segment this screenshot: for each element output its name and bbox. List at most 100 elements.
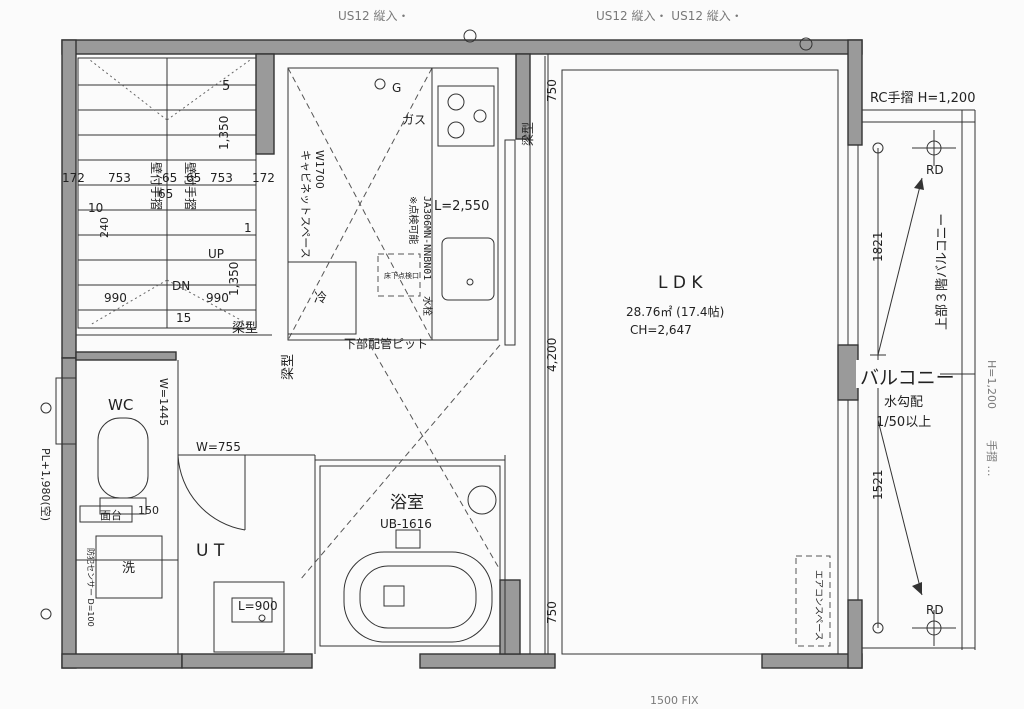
wall-wc-top — [75, 351, 177, 361]
slope-arrow-up — [877, 177, 923, 356]
drain-label-top: RD — [926, 163, 944, 177]
stair-dim-65b: 65 — [186, 171, 201, 185]
fixing-icon — [463, 29, 477, 43]
balcony-slope-label: 水勾配 — [884, 395, 923, 410]
wc-side-note: 防犯センサー D=100 — [86, 548, 96, 627]
arrow-head-icon — [912, 582, 922, 595]
balcony-edge-text: H=1,200 — [985, 360, 998, 409]
vanity-length: L=900 — [238, 599, 278, 613]
stair-dim-753-right: 753 — [210, 171, 233, 185]
ldk-dim-750-bottom: 750 — [545, 601, 559, 624]
stair-dim-990-right: 990 — [206, 291, 229, 305]
faucet-label: 水栓 — [421, 296, 434, 316]
fixing-icon — [40, 608, 52, 620]
wall-right-upper — [847, 39, 863, 146]
ldk-ceiling-height: CH=2,647 — [630, 323, 692, 337]
cabinet-space-label: キャビネットスペース — [299, 150, 312, 259]
handrail-height-label: RC手摺 H=1,200 — [870, 91, 975, 106]
gas-label: ガス — [402, 113, 426, 127]
counter-length-label: L=2,550 — [434, 199, 489, 214]
beam-label-c: 梁型 — [520, 122, 535, 146]
gas-outlet-icon — [374, 78, 386, 90]
kitchen: G ガス キャビネットスペース W1700 冷 L=2,550 ※点検可能 JA… — [287, 67, 535, 351]
inspect-note: ※点検可能 — [407, 196, 420, 244]
burner-icon — [447, 93, 465, 111]
wall-bottom-4 — [761, 653, 863, 669]
arrow-head-icon — [914, 178, 924, 190]
stair-dim-753-left: 753 — [108, 171, 131, 185]
burner-icon — [447, 121, 465, 139]
fridge-space — [287, 261, 357, 335]
stair-dim-1: 1 — [244, 221, 252, 235]
floor-inspect-label: 床下点検口 — [384, 271, 419, 280]
wall-left-upper — [61, 39, 77, 359]
toilet-icon — [97, 417, 149, 499]
pipe-strip — [504, 139, 516, 346]
gas-outlet-label: G — [392, 81, 401, 95]
beam-label-b: 梁型 — [281, 354, 296, 380]
wall-right-lower — [847, 599, 863, 669]
bath-unit — [319, 465, 501, 647]
washer-space — [95, 535, 163, 599]
ldk-area: 28.76㎡ (17.4帖) — [626, 304, 724, 319]
balcony: RC手摺 H=1,200 RD RD 1821 1521 上部３階バルコニー バ… — [650, 91, 999, 707]
sink-icon — [441, 237, 495, 301]
stair-dim-10: 10 — [88, 201, 103, 215]
pipe-pit-label: 下部配管ピット — [344, 336, 428, 351]
washer-label: 洗 — [122, 561, 135, 576]
stair-dim-5: 5 — [222, 79, 230, 94]
floor-inspection-hatch — [377, 253, 421, 297]
upper-balcony-label: 上部３階バルコニー — [935, 213, 950, 330]
ut-door-width: W=755 — [196, 440, 241, 454]
stair-up-label: UP — [208, 247, 224, 261]
wc-counter-label: 面台 — [100, 508, 122, 522]
balcony-slope-ratio: 1/50以上 — [876, 415, 931, 430]
aircon-space — [795, 555, 831, 647]
stair-dim-240: 240 — [98, 217, 111, 238]
wall-top — [61, 39, 863, 55]
stair-dim-172-right: 172 — [252, 171, 275, 185]
balcony-bottom-dim: 1500 FIX — [650, 694, 699, 707]
wall-bath-ldk — [499, 579, 521, 655]
wc-label: WC — [108, 396, 133, 414]
top-code-left: US12 縦入・ — [338, 9, 410, 23]
vanity-unit — [213, 581, 285, 653]
handrail-label-1: 壁付手摺 — [149, 162, 164, 210]
slope-arrow-down — [877, 419, 923, 596]
wall-bottom-3 — [419, 653, 556, 669]
bathtub-icon — [343, 551, 493, 643]
door-swing — [177, 454, 246, 531]
stair-dn-label: DN — [172, 279, 190, 293]
ut: W=755 U T 洗 L=900 — [95, 440, 285, 653]
stair-dim-65a: 65 — [162, 171, 177, 185]
gas-stove — [437, 85, 495, 147]
stair-dim-15: 15 — [176, 311, 191, 325]
wc: WC W=1445 面台 150 PL+1,980(空) 防犯センサー D=10… — [39, 378, 170, 627]
ldk-name: L D K — [658, 273, 703, 293]
wc-pl-note: PL+1,980(空) — [39, 448, 53, 521]
fixing-icon — [40, 402, 52, 414]
top-code-right: US12 縦入・ US12 縦入・ — [596, 9, 743, 23]
partitions — [55, 54, 976, 654]
wall-left-lower — [61, 357, 77, 669]
bath-model: UB-1616 — [380, 517, 432, 531]
kitchen-model: JA306MN-NNBN01 — [421, 196, 432, 280]
balcony-side-text: 手摺 … — [985, 440, 999, 477]
ut-label: U T — [196, 541, 225, 561]
ldk-dim-750-top: 750 — [545, 79, 559, 102]
beam-label-a: 梁型 — [232, 321, 258, 336]
wall-stair-partition — [255, 53, 275, 155]
fixing-icon — [799, 37, 813, 51]
cabinet-width-label: W1700 — [313, 150, 326, 189]
ldk: 750 4,200 750 L D K 28.76㎡ (17.4帖) CH=2,… — [544, 56, 839, 655]
stair-dim-1350-top: 1,350 — [217, 116, 231, 150]
handrail-label-2: 壁付手摺 — [183, 162, 198, 210]
fridge-label: 冷 — [314, 291, 327, 306]
stair-dim-990-left: 990 — [104, 291, 127, 305]
burner-icon — [473, 109, 487, 123]
column-balcony — [837, 344, 859, 401]
stair-dim-65c: 65 — [158, 187, 173, 201]
balcony-name: バルコニー — [860, 367, 955, 389]
